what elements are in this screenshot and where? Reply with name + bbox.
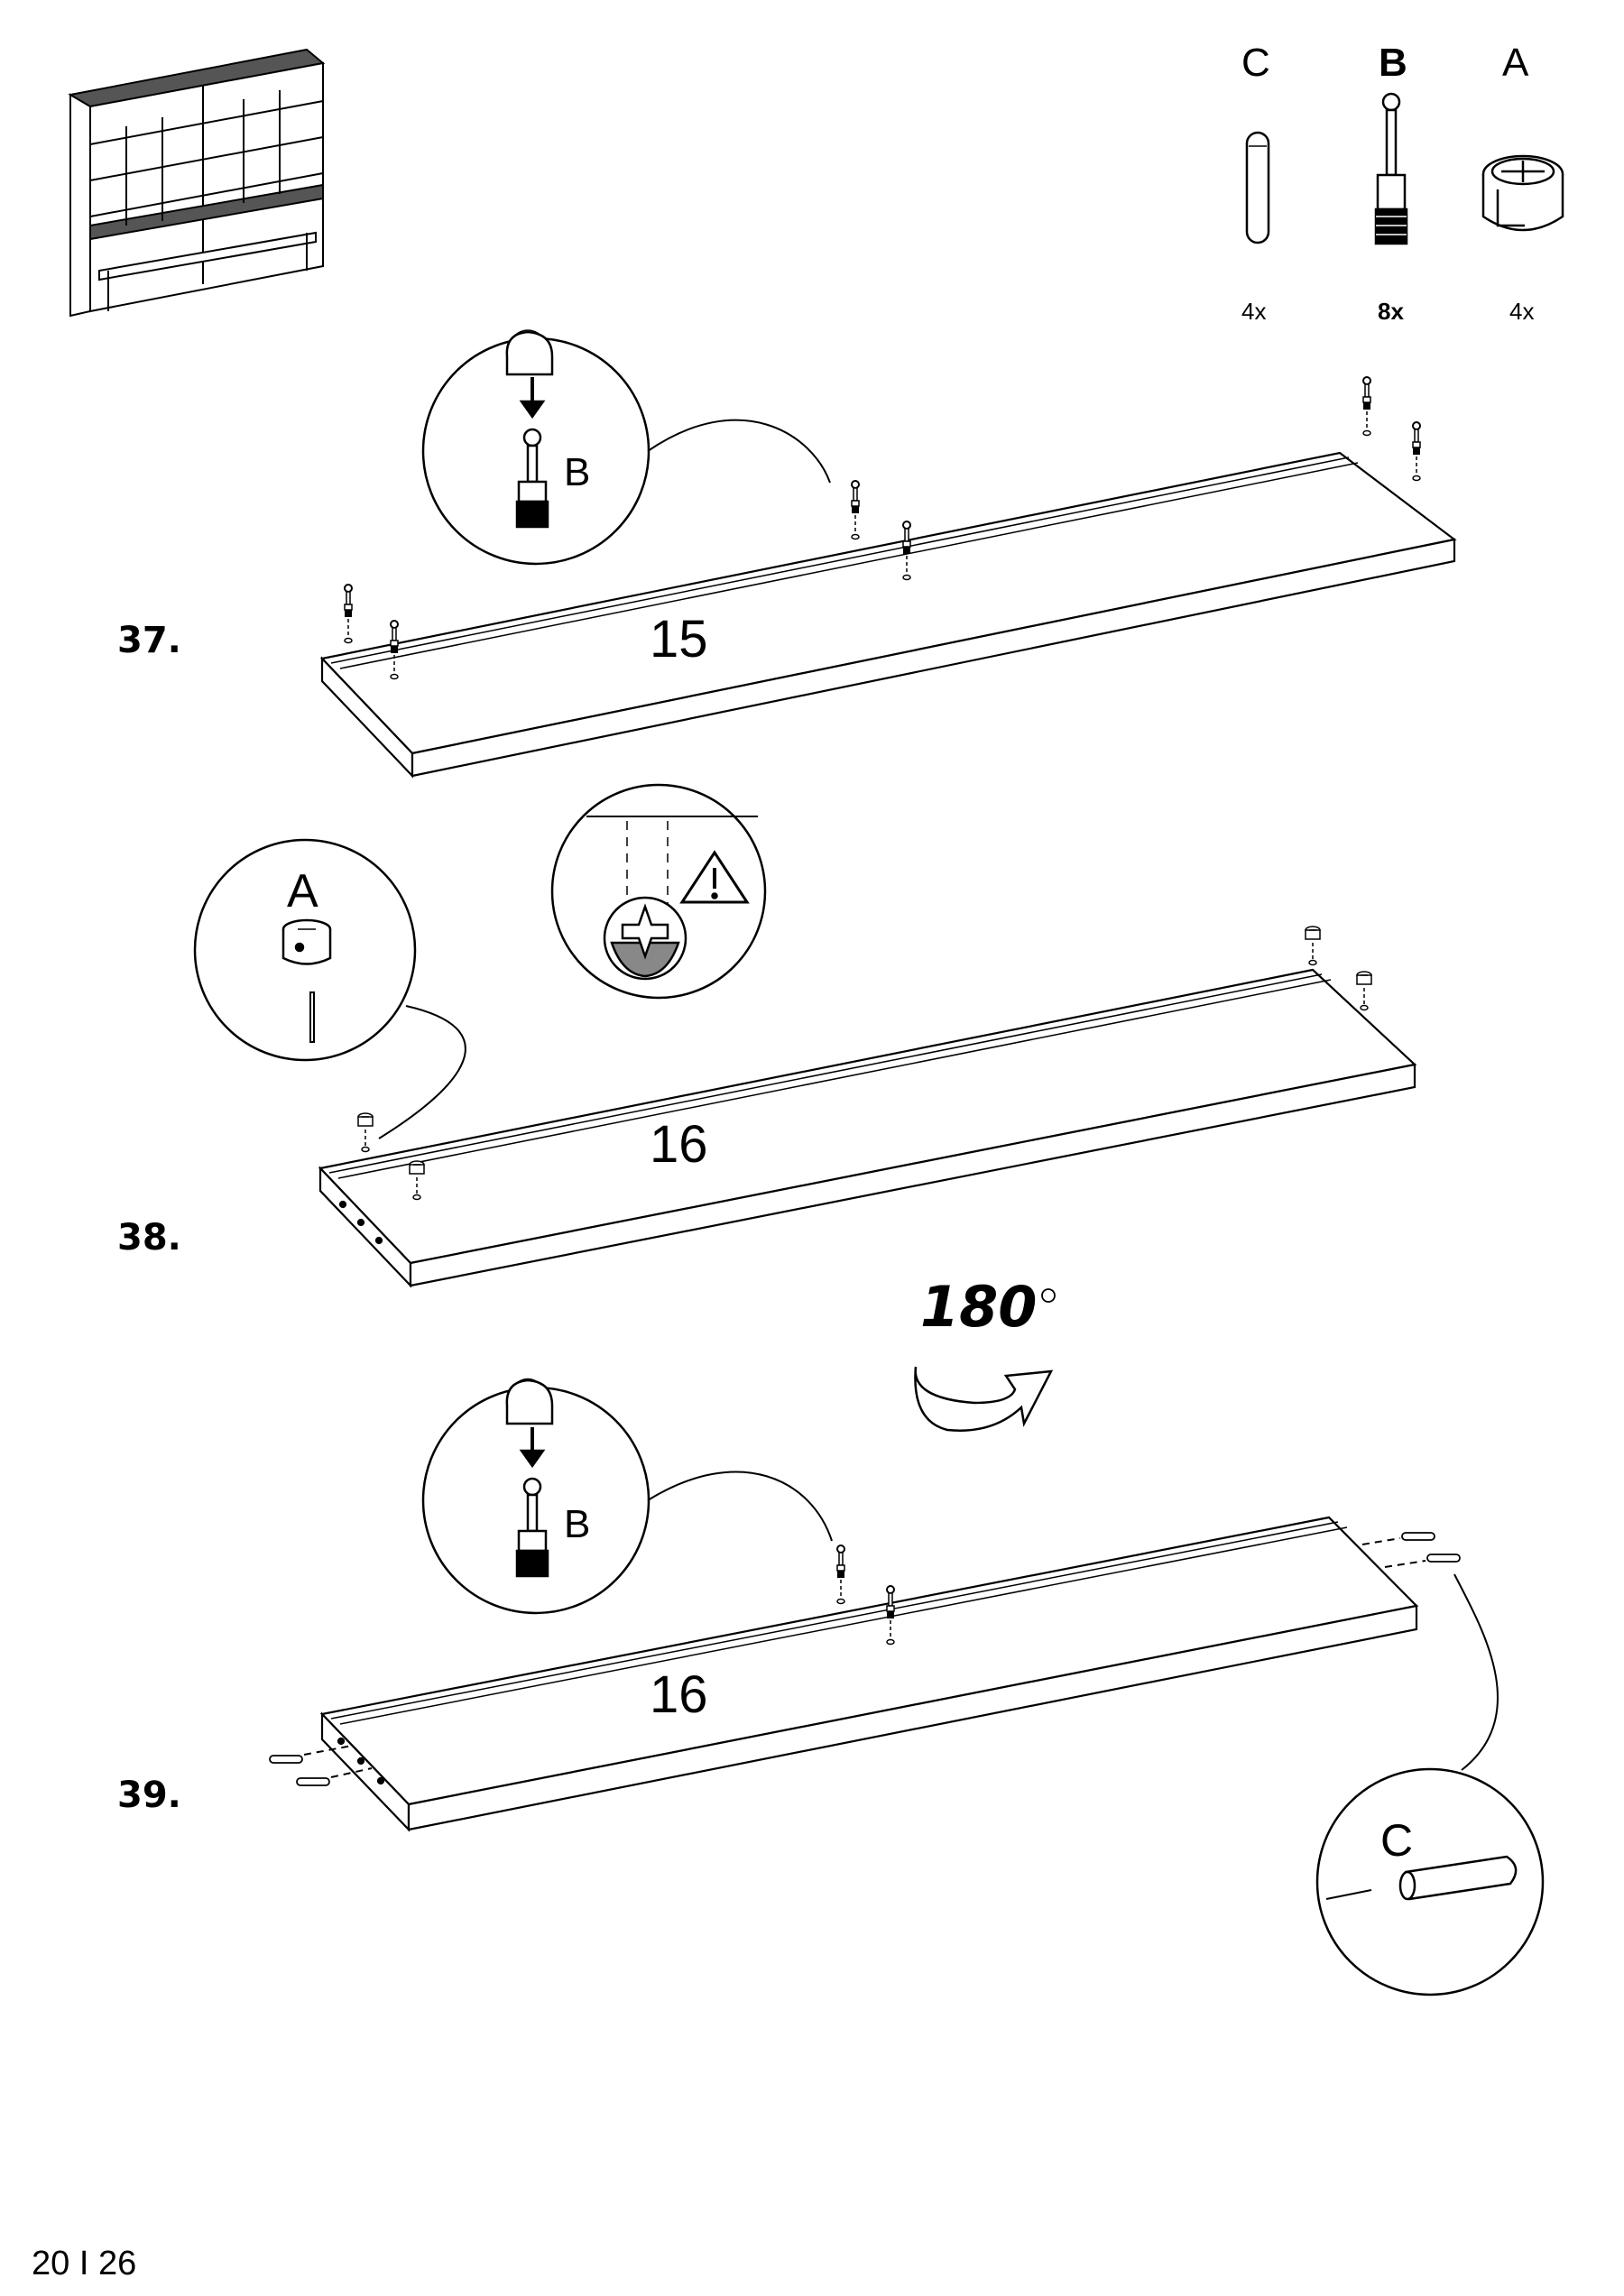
rotate-180-label: 180	[920, 1274, 1038, 1340]
hardware-b-letter: B	[1379, 41, 1407, 85]
step-39-dowel-dash-lines	[303, 1537, 1426, 1778]
step-38-panel-label: 16	[650, 1115, 708, 1174]
dowel-c-illustration	[1245, 131, 1270, 244]
step-37-number: 37.	[117, 620, 181, 661]
step-39-callout-c-letter: C	[1380, 1815, 1414, 1866]
orientation-warning-callout	[550, 783, 767, 1000]
cam-lock-a-illustration	[1481, 154, 1564, 232]
page-number: 20 I 26	[32, 2245, 137, 2282]
hardware-c-count: 4x	[1241, 298, 1267, 325]
hardware-b-count: 8x	[1378, 298, 1404, 325]
step-38-number: 38.	[117, 1217, 181, 1259]
shelf-unit-overview	[68, 48, 326, 318]
step-38-zoom-callout-a	[193, 838, 466, 1139]
cam-bolt-b-illustration	[1374, 92, 1408, 245]
rotate-180-arrow	[914, 1288, 1056, 1432]
step-39-zoom-callout-b	[421, 1378, 833, 1615]
step-37-callout-letter: B	[564, 450, 591, 494]
step-39-zoom-callout-c	[1315, 1573, 1545, 1996]
step-39-callout-b-letter: B	[564, 1502, 591, 1546]
step-37-panel-15	[319, 451, 1457, 779]
hardware-a-count: 4x	[1509, 298, 1535, 325]
step-39-number: 39.	[117, 1775, 181, 1816]
step-38-panel-16	[318, 968, 1417, 1288]
step-39-panel-16	[319, 1516, 1419, 1832]
step-37-zoom-callout	[421, 329, 831, 566]
step-38-callout-letter: A	[287, 865, 318, 917]
hardware-a-letter: A	[1502, 41, 1529, 85]
step-39-panel-label: 16	[650, 1665, 708, 1724]
hardware-c-letter: C	[1241, 41, 1270, 85]
step-37-panel-label: 15	[650, 610, 708, 669]
